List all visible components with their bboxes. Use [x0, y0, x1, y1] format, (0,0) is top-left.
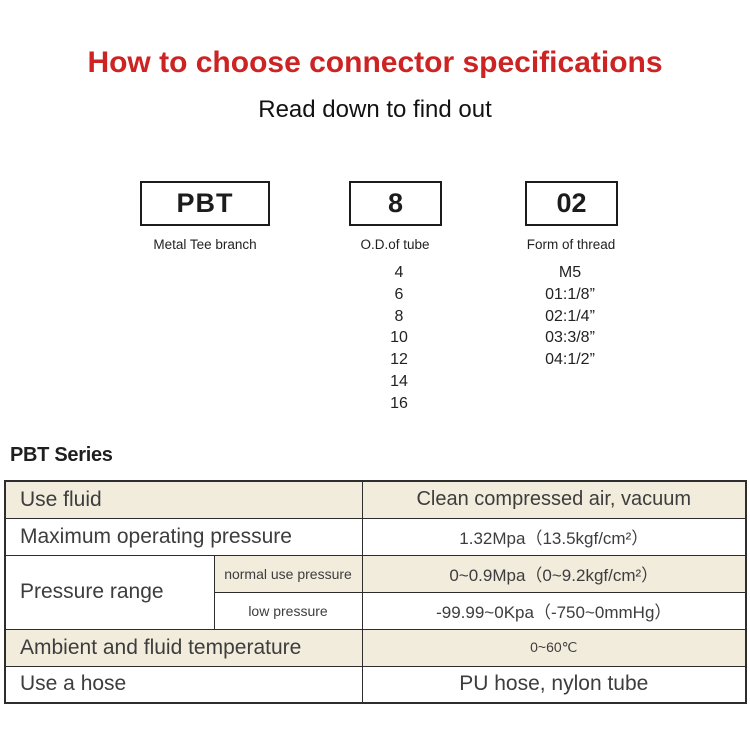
table-row-temperature: Ambient and fluid temperature 0~60℃: [4, 628, 747, 667]
sub-row-label: normal use pressure: [213, 554, 363, 593]
list-item: 8: [394, 307, 404, 325]
list-item: 03:3/8”: [545, 329, 595, 347]
series-heading: PBT Series: [10, 444, 113, 466]
tube-od-code-text: 8: [387, 188, 404, 218]
table-row-pressure-normal: Pressure range normal use pressure 0~0.9…: [4, 554, 747, 630]
tube-od-caption: O.D.of tube: [360, 237, 430, 252]
row-value: PU hose, nylon tube: [361, 665, 747, 704]
row-value: 1.32Mpa（13.5kgf/cm²）: [361, 517, 747, 556]
series-code-text: PBT: [176, 188, 234, 218]
table-row-max-pressure: Maximum operating pressure 1.32Mpa（13.5k…: [4, 517, 747, 556]
thread-caption: Form of thread: [526, 237, 616, 252]
list-item: 12: [390, 351, 408, 369]
row-label: Pressure range: [4, 554, 215, 630]
tube-od-code-box: 8: [349, 181, 442, 226]
thread-code-box: 02: [525, 181, 618, 226]
list-item: 01:1/8”: [545, 285, 595, 303]
table-row-use-fluid: Use fluid Clean compressed air, vacuum: [4, 480, 747, 519]
tube-od-option-list: 4 6 8 10 12 14 16: [319, 262, 479, 415]
list-item: 02:1/4”: [545, 307, 595, 325]
row-value: 0~0.9Mpa（0~9.2kgf/cm²）: [361, 554, 747, 593]
list-item: 04:1/2”: [545, 351, 595, 369]
list-item: 10: [390, 329, 408, 347]
row-value: Clean compressed air, vacuum: [361, 480, 747, 519]
row-label: Maximum operating pressure: [4, 517, 363, 556]
list-item: 14: [390, 372, 408, 390]
series-caption: Metal Tee branch: [153, 237, 257, 252]
page-subtitle: Read down to find out: [258, 96, 492, 123]
list-item: 16: [390, 394, 408, 412]
list-item: 6: [394, 285, 404, 303]
row-value: -99.99~0Kpa（-750~0mmHg）: [361, 591, 747, 630]
page-title: How to choose connector specifications: [87, 46, 663, 79]
sub-row-label: low pressure: [213, 591, 363, 630]
spec-table: Use fluid Clean compressed air, vacuum M…: [4, 480, 748, 704]
series-code-box: PBT: [140, 181, 270, 226]
table-row-hose: Use a hose PU hose, nylon tube: [4, 665, 747, 704]
thread-option-list: M5 01:1/8” 02:1/4” 03:3/8” 04:1/2”: [490, 262, 650, 371]
row-label: Ambient and fluid temperature: [4, 628, 363, 667]
list-item: M5: [558, 264, 582, 281]
table-row-pressure-low: low pressure -99.99~0Kpa（-750~0mmHg）: [5, 591, 747, 630]
thread-code-text: 02: [556, 188, 587, 218]
list-item: 4: [394, 264, 404, 281]
row-label: Use fluid: [4, 480, 363, 519]
row-value: 0~60℃: [361, 628, 747, 667]
row-label: Use a hose: [4, 665, 363, 704]
